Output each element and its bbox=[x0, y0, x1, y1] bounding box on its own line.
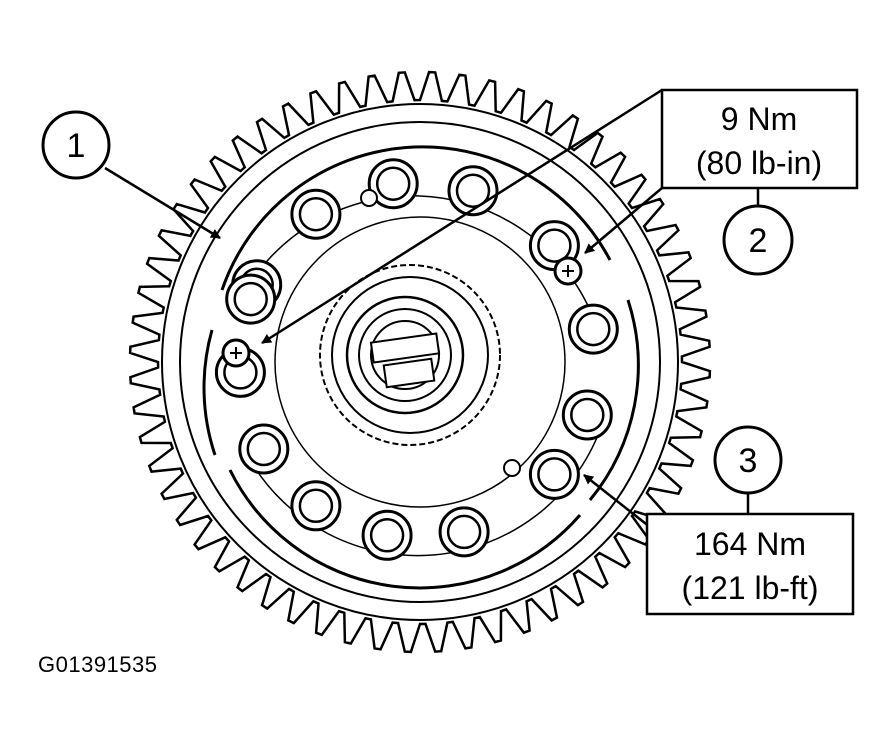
torque-box-9nm: 9 Nm (80 lb-in) bbox=[660, 88, 859, 190]
bolt-head bbox=[367, 158, 419, 210]
torque-164nm-metric: 164 Nm bbox=[694, 526, 806, 562]
small-bolt-left bbox=[221, 338, 251, 368]
torque-164nm-imperial: (121 lb-ft) bbox=[682, 570, 819, 606]
callout-3-number: 3 bbox=[739, 442, 758, 480]
leader-line-1 bbox=[104, 166, 221, 240]
callout-1: 1 bbox=[41, 110, 111, 180]
dowel-hole-top bbox=[360, 189, 378, 207]
bolt-head bbox=[238, 423, 290, 475]
bolt-head bbox=[290, 188, 342, 240]
bolt-head bbox=[528, 448, 580, 500]
callout-3: 3 bbox=[713, 425, 783, 495]
leader-line-9nm bbox=[261, 88, 663, 345]
torque-box-164nm: 164 Nm (121 lb-ft) bbox=[645, 512, 855, 616]
callout-2: 2 bbox=[722, 204, 794, 276]
bolt-head bbox=[447, 165, 499, 217]
bolt-head bbox=[225, 273, 277, 325]
bolt-head bbox=[290, 480, 342, 532]
bolt-holes bbox=[214, 158, 619, 561]
small-bolt-right bbox=[553, 256, 583, 286]
figure-id: G01391535 bbox=[38, 652, 158, 677]
callout-2-number: 2 bbox=[749, 222, 768, 260]
torque-9nm-metric: 9 Nm bbox=[721, 101, 797, 137]
bolt-head bbox=[567, 303, 619, 355]
torque-9nm-imperial: (80 lb-in) bbox=[696, 145, 822, 181]
leader-line-2 bbox=[584, 187, 663, 254]
bolt-head bbox=[438, 506, 490, 558]
callout-1-number: 1 bbox=[67, 127, 86, 165]
bolt-head bbox=[561, 389, 613, 441]
bolt-head bbox=[361, 509, 413, 561]
dowel-hole-bottom bbox=[503, 459, 521, 477]
